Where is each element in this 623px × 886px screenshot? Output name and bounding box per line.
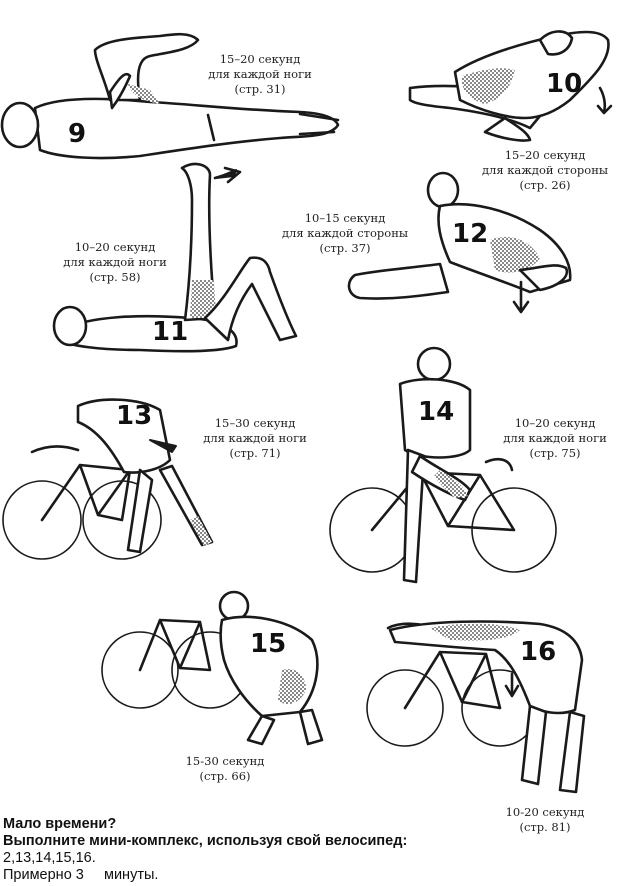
caption-9-page: (стр. 31) [234, 82, 286, 96]
caption-11: 10–20 секунд для каждой ноги (стр. 58) [40, 240, 190, 285]
note-title: Мало времени? [3, 816, 117, 832]
figure-14: 14 [329, 346, 557, 584]
caption-13-duration: 15–30 секунд [214, 416, 296, 430]
caption-15-duration: 15-30 секунд [185, 754, 265, 768]
caption-16-page: (стр. 81) [519, 820, 571, 834]
caption-16: 10-20 секунд (стр. 81) [480, 805, 610, 835]
caption-15: 15-30 секунд (стр. 66) [160, 754, 290, 784]
mini-program-note: Мало времени? Выполните мини-комплекс, и… [3, 816, 523, 884]
caption-10-side: для каждой стороны [481, 163, 609, 177]
figure-15: 15 [101, 590, 324, 746]
figure-10-number: 10 [546, 69, 582, 99]
figure-15-number: 15 [250, 629, 286, 659]
caption-13-side: для каждой ноги [203, 431, 307, 445]
caption-13-page: (стр. 71) [229, 446, 281, 460]
caption-9-duration: 15–20 секунд [219, 52, 301, 66]
note-list: 2,13,14,15,16. [3, 850, 96, 866]
caption-9: 15–20 секунд для каждой ноги (стр. 31) [180, 52, 340, 97]
note-subtitle: Выполните мини-комплекс, используя свой … [3, 833, 408, 849]
caption-14-side: для каждой ноги [503, 431, 607, 445]
figure-11-number: 11 [152, 317, 188, 347]
caption-10-duration: 15–20 секунд [504, 148, 586, 162]
caption-13: 15–30 секунд для каждой ноги (стр. 71) [190, 416, 320, 461]
caption-14-duration: 10–20 секунд [514, 416, 596, 430]
caption-11-page: (стр. 58) [89, 270, 141, 284]
figure-16-number: 16 [520, 637, 556, 667]
caption-12-duration: 10–15 секунд [304, 211, 386, 225]
caption-12-page: (стр. 37) [319, 241, 371, 255]
figure-11: 11 [52, 162, 298, 353]
figure-9-number: 9 [68, 119, 86, 149]
caption-9-side: для каждой ноги [208, 67, 312, 81]
caption-15-page: (стр. 66) [199, 769, 251, 783]
caption-16-duration: 10-20 секунд [505, 805, 585, 819]
caption-12-side: для каждой стороны [281, 226, 409, 240]
caption-11-side: для каждой ноги [63, 255, 167, 269]
figure-12: 12 [347, 171, 572, 314]
figure-14-number: 14 [418, 397, 454, 427]
figure-10: 10 [408, 30, 613, 142]
caption-12: 10–15 секунд для каждой стороны (стр. 37… [270, 211, 420, 256]
figure-12-number: 12 [452, 219, 488, 249]
caption-10-page: (стр. 26) [519, 178, 571, 192]
caption-14-page: (стр. 75) [529, 446, 581, 460]
caption-10: 15–20 секунд для каждой стороны (стр. 26… [470, 148, 620, 193]
figure-13: 13 [2, 398, 214, 560]
figure-13-number: 13 [116, 401, 152, 431]
figure-16: 16 [366, 620, 586, 794]
note-duration: Примерно 3 минуты. [3, 867, 159, 883]
caption-14: 10–20 секунд для каждой ноги (стр. 75) [490, 416, 620, 461]
caption-11-duration: 10–20 секунд [74, 240, 156, 254]
figure-9: 9 [0, 32, 340, 160]
